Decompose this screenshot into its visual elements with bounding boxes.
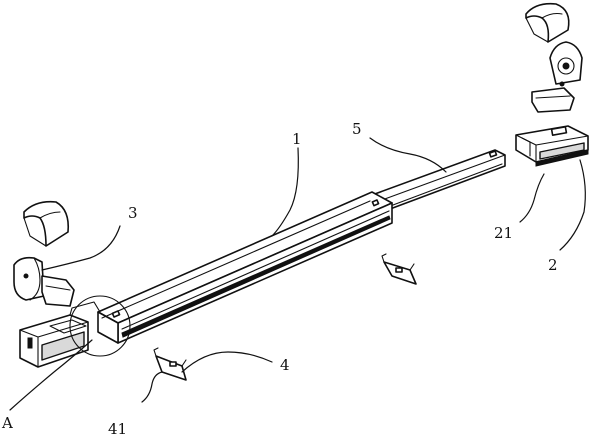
left-end-housing bbox=[19, 301, 101, 368]
mounting-clip-right bbox=[381, 253, 417, 285]
leader-lines bbox=[9, 137, 586, 411]
right-end-housing-part-2 bbox=[515, 125, 589, 167]
outer-tube-part-1 bbox=[97, 191, 393, 344]
mounting-clip-part-4 bbox=[153, 347, 187, 381]
label-1: 1 bbox=[292, 130, 302, 148]
left-clip-cover bbox=[23, 200, 70, 247]
label-5: 5 bbox=[352, 120, 362, 138]
right-lamp-holder bbox=[531, 41, 583, 113]
right-clip-cover bbox=[525, 2, 570, 43]
label-3: 3 bbox=[128, 204, 138, 222]
label-a: A bbox=[1, 414, 13, 432]
label-41: 41 bbox=[108, 420, 127, 438]
detail-circle-a bbox=[69, 295, 131, 357]
label-4: 4 bbox=[280, 356, 290, 374]
label-2: 2 bbox=[548, 256, 558, 274]
left-lamp-holder-part-3 bbox=[13, 256, 75, 307]
label-21: 21 bbox=[494, 224, 513, 242]
